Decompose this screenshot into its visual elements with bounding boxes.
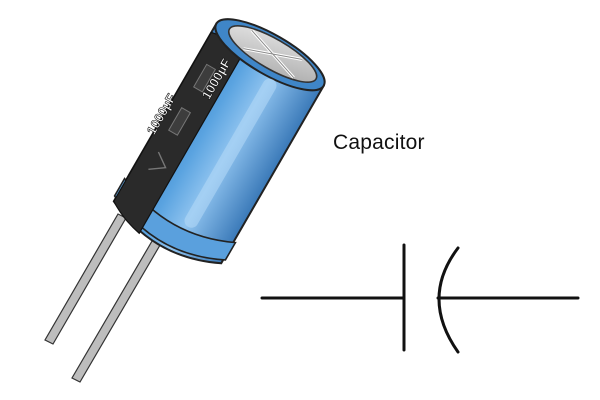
lead-right <box>71 235 164 383</box>
capacitor-leads <box>44 213 164 383</box>
capacitor-caption: Capacitor <box>333 131 425 154</box>
polarity-stripe <box>113 31 250 235</box>
symbol-curved-plate <box>437 246 460 354</box>
capacitor-body: 1000µF 1000µF <box>112 18 326 265</box>
capacitor-symbol <box>260 243 580 354</box>
